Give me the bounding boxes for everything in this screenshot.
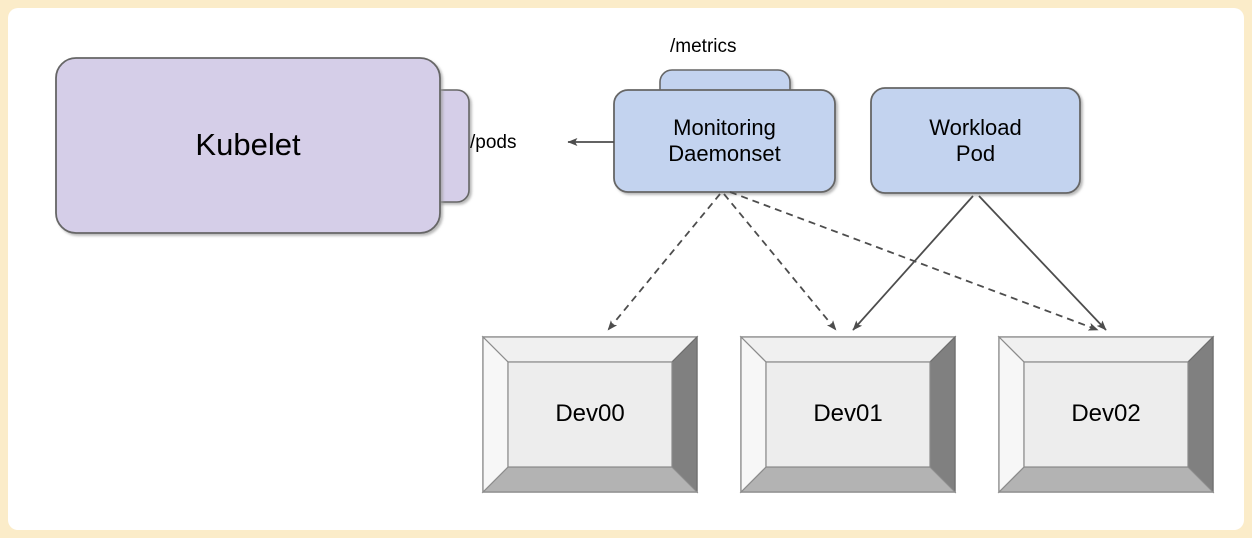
diagram-svg [55,57,1215,494]
edge-workload-to-dev01 [852,195,974,331]
device-dev01[interactable] [739,335,957,494]
pods-port[interactable] [431,89,470,203]
edge-workload-to-dev02 [978,195,1107,331]
workload-pod-box[interactable] [870,87,1081,194]
edge-daemonset-to-dev01 [723,193,837,331]
edge-daemonset-to-dev00 [607,193,721,331]
device-dev02[interactable] [997,335,1215,494]
diagram-canvas: Kubelet Monitoring Daemonset Workload Po… [8,8,1244,530]
metrics-port-label: /metrics [670,36,737,57]
device-dev00[interactable] [481,335,699,494]
kubelet-box[interactable] [55,57,441,234]
pods-port-label: /pods [470,132,517,153]
monitoring-daemonset-box[interactable] [613,89,836,193]
